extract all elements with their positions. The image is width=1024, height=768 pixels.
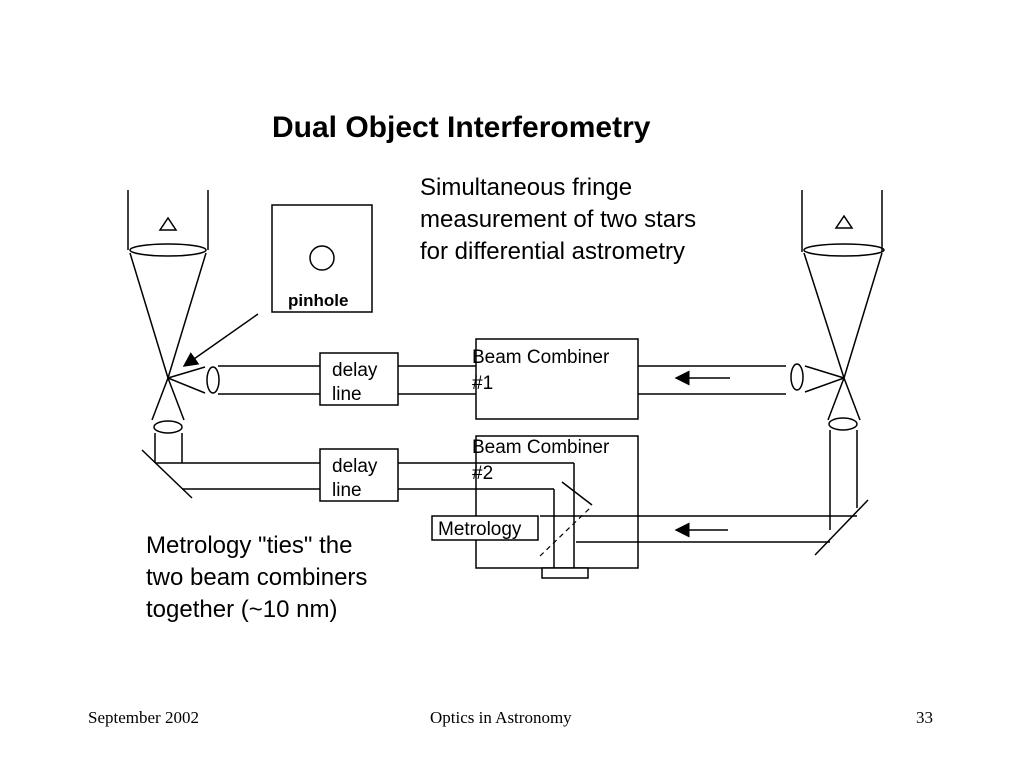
beam-combiner-1-label-1: Beam Combiner (472, 347, 610, 368)
delay-line-bottom-label-1: delay (332, 456, 378, 477)
left-telescope (127, 190, 220, 499)
metrology-note-line-2: two beam combiners (146, 564, 367, 591)
left-mirror (141, 449, 193, 499)
pinhole-label: pinhole (288, 291, 348, 310)
metrology-note-line-3: together (~10 nm) (146, 596, 337, 623)
footer-course: Optics in Astronomy (430, 708, 572, 727)
delay-line-bottom-label-2: line (332, 480, 362, 501)
pinhole-icon (309, 245, 335, 271)
beam-combiner-1-label-2: #1 (472, 373, 493, 394)
beam-combiner-2-label-2: #2 (472, 463, 493, 484)
delay-line-bottom: delay line (319, 448, 399, 502)
beam-splitter (539, 507, 591, 557)
delay-line-top-label-1: delay (332, 360, 378, 381)
left-lens-icon (206, 366, 220, 394)
delay-line-top-label-2: line (332, 384, 362, 405)
pinhole-arrow-icon (182, 313, 259, 367)
pinhole-inset: pinhole (271, 204, 373, 313)
right-lens-icon (790, 363, 804, 391)
top-beam (218, 365, 786, 395)
detector (541, 567, 589, 579)
right-mirror (814, 499, 869, 556)
beam-combiner-2: Beam Combiner #2 (472, 435, 639, 579)
description-line-3: for differential astrometry (420, 238, 685, 265)
slide-title: Dual Object Interferometry (272, 111, 651, 144)
right-telescope (790, 190, 885, 556)
right-star-marker-icon (834, 214, 854, 229)
beam-combiner-2-label-1: Beam Combiner (472, 437, 610, 458)
left-star-marker-icon (158, 216, 178, 231)
footer-date: September 2002 (88, 708, 199, 727)
footer-page-number: 33 (916, 708, 933, 727)
metrology-note-line-1: Metrology "ties" the (146, 532, 352, 559)
beam-combiner-1: Beam Combiner #1 (472, 338, 639, 420)
description-line-2: measurement of two stars (420, 206, 696, 233)
metrology-label: Metrology (438, 519, 522, 540)
metrology-box: Metrology (431, 515, 539, 541)
description-line-1: Simultaneous fringe (420, 174, 632, 201)
bottom-right-beam (540, 515, 857, 543)
delay-line-top: delay line (319, 352, 399, 406)
